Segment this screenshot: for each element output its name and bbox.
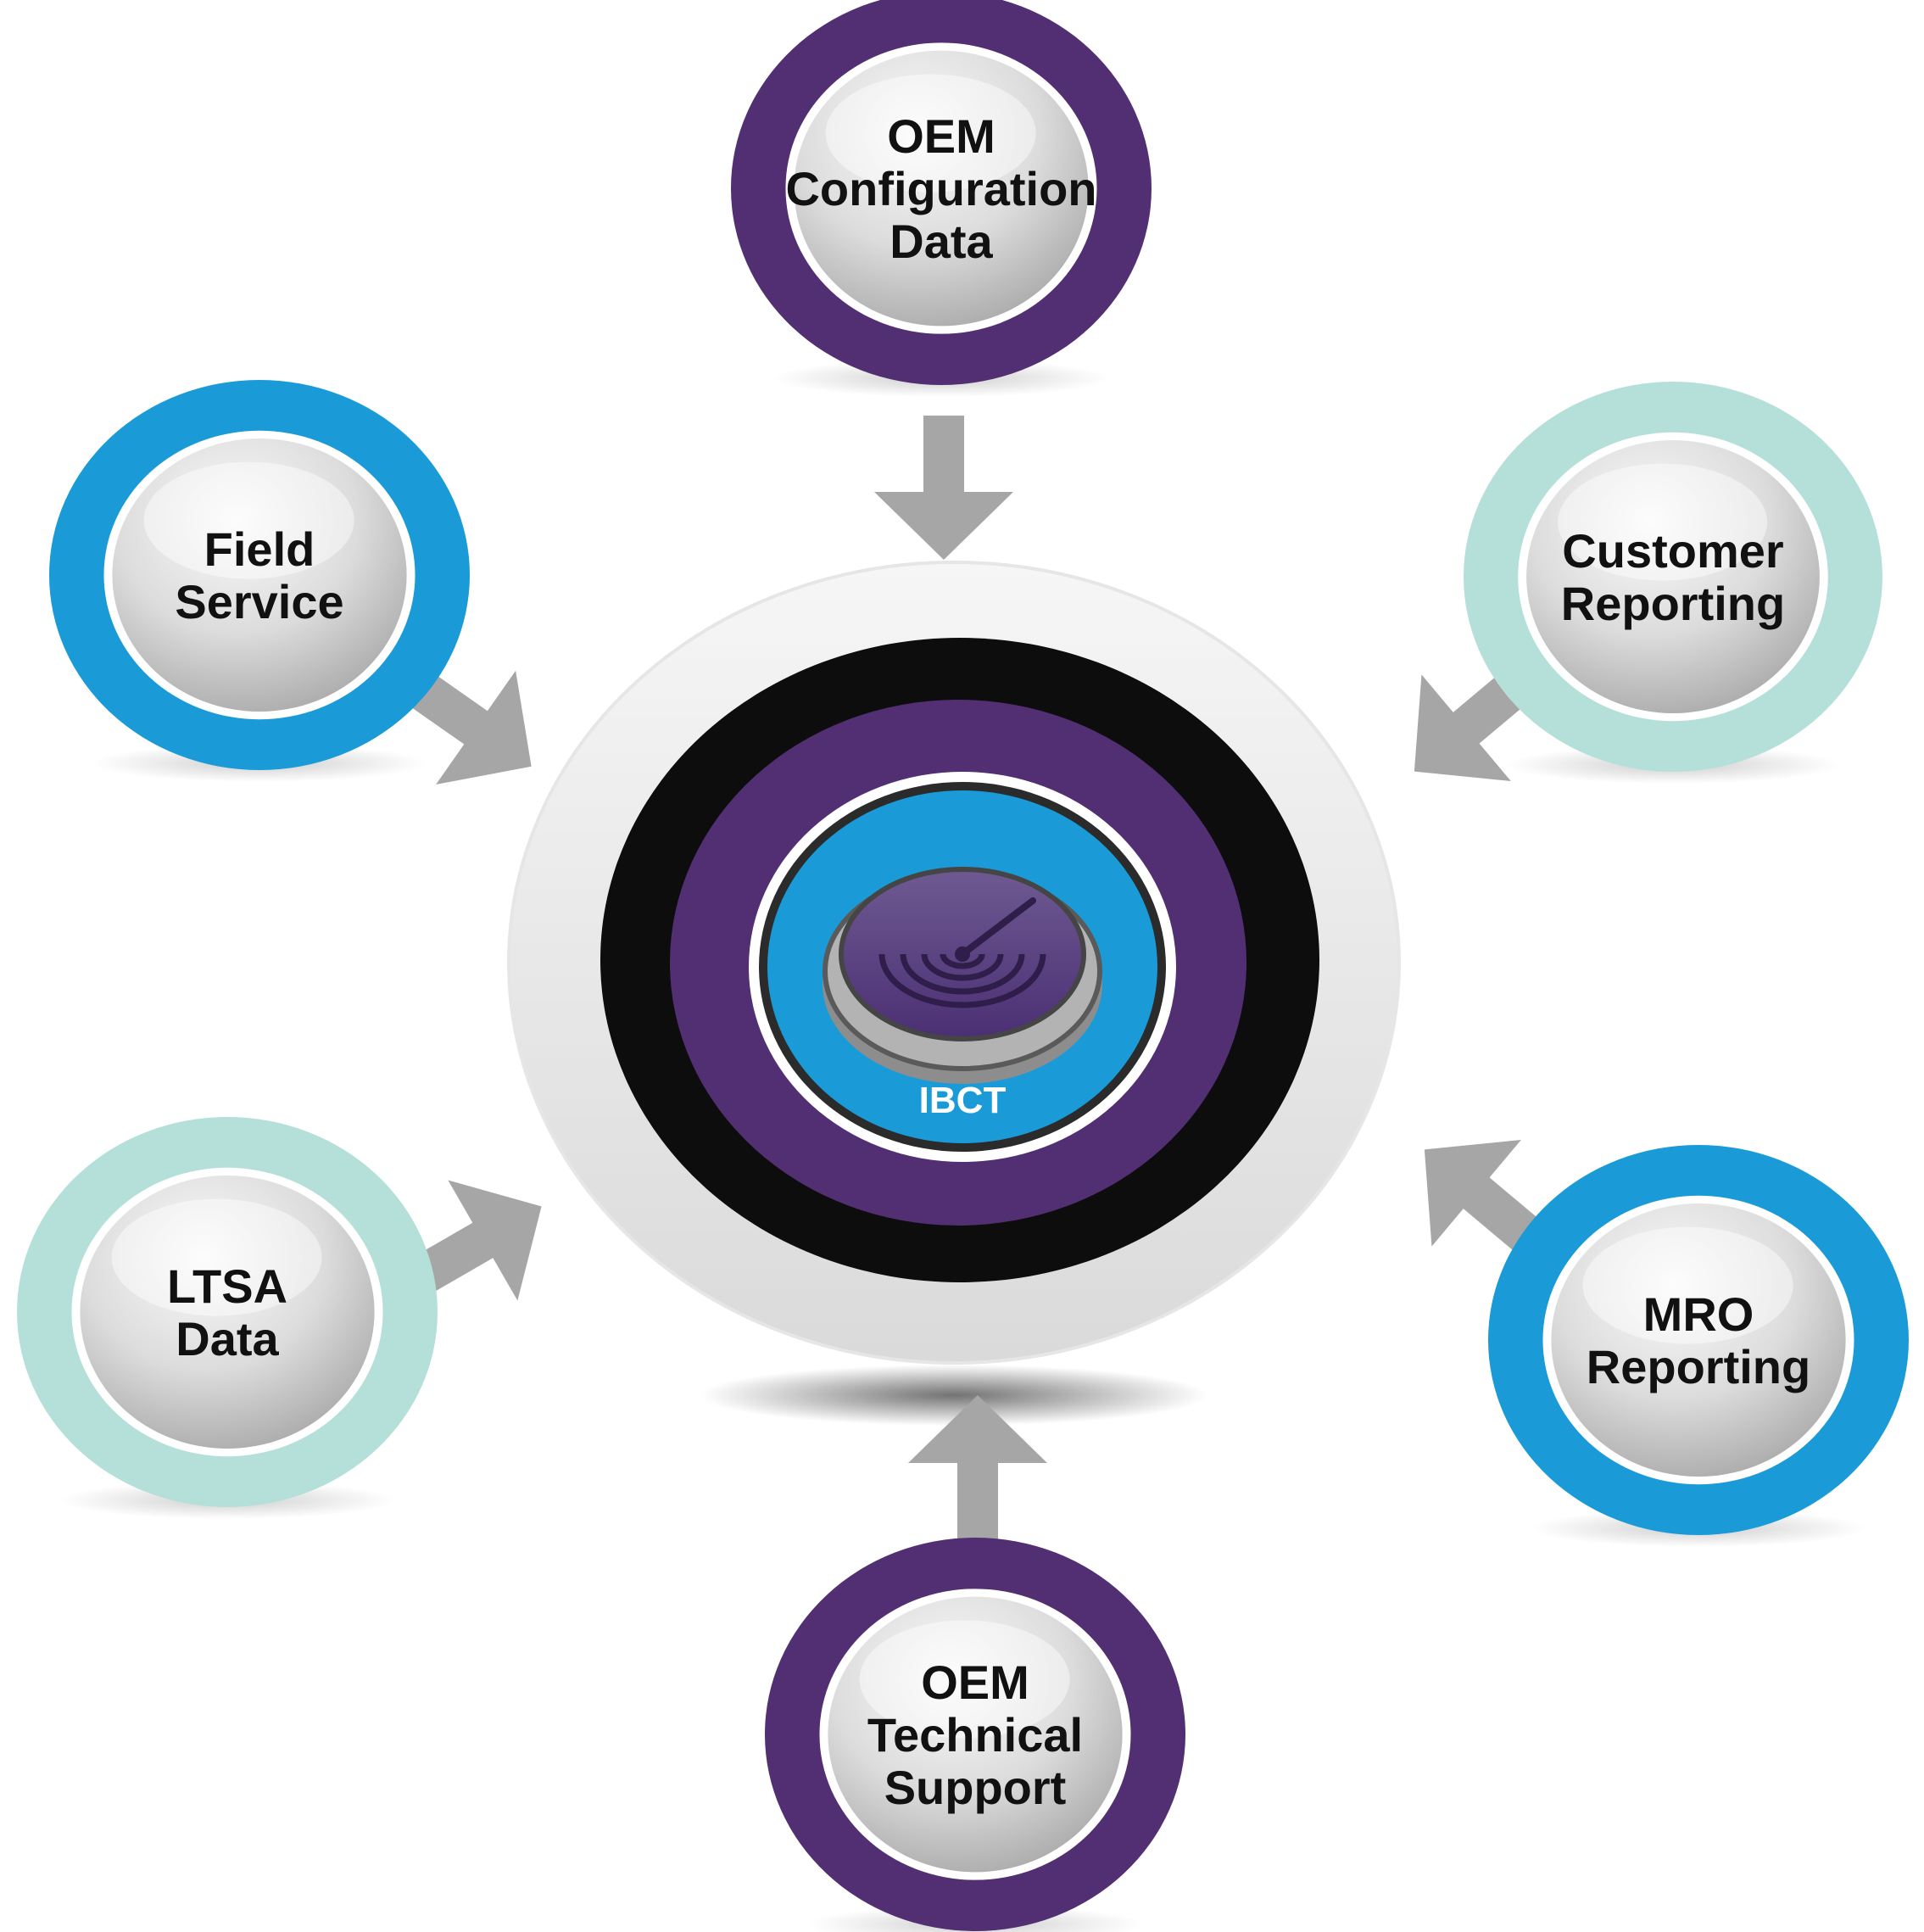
node-label-line: Data (176, 1312, 279, 1365)
source-nodes: OEMConfigurationDataCustomerReportingMRO… (17, 0, 1909, 1932)
hub-shadow (700, 1365, 1208, 1426)
ibct-hub: IBCT (507, 561, 1401, 1426)
node-highlight (1558, 463, 1768, 581)
node-label-line: MRO (1643, 1287, 1754, 1341)
node-disc (1551, 1203, 1846, 1477)
radar-target-icon (823, 867, 1102, 1084)
node-label-line: OEM (887, 109, 995, 163)
arrow-down-icon (874, 416, 1013, 560)
hub-label: IBCT (919, 1080, 1007, 1121)
node-disc (1526, 440, 1820, 713)
node-label-line: Reporting (1561, 577, 1785, 630)
node-label-line: Service (175, 575, 343, 628)
arrow-up-right-icon (406, 1180, 542, 1301)
node-label-line: LTSA (167, 1259, 287, 1313)
node-disc (828, 1596, 1123, 1873)
node-label-line: Configuration (785, 162, 1096, 215)
node-label-line: Technical (867, 1708, 1083, 1762)
node-label-line: Customer (1562, 524, 1783, 578)
node-label-line: Support (884, 1761, 1067, 1814)
node-highlight (111, 1198, 322, 1316)
node-highlight (859, 1620, 1070, 1739)
node-label-line: Reporting (1587, 1340, 1810, 1393)
node-highlight (825, 74, 1036, 193)
arrow-up-left-icon (1424, 1139, 1548, 1259)
node-disc (80, 1175, 375, 1449)
node-highlight (1582, 1226, 1793, 1344)
node-disc (112, 438, 407, 712)
arrow-down-right-icon (401, 667, 532, 785)
node-label-line: Field (204, 522, 315, 576)
node-disc (794, 50, 1089, 327)
node-label-line: OEM (921, 1656, 1029, 1709)
arrow-up-icon (908, 1395, 1047, 1539)
node-label-line: Data (890, 215, 993, 268)
node-highlight (143, 461, 354, 579)
